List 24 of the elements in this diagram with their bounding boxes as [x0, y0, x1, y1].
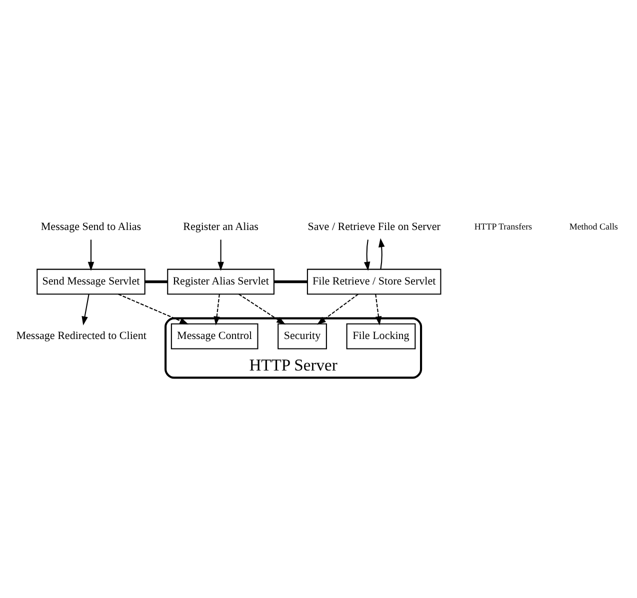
node-text: Message Send to Alias	[40, 220, 142, 233]
arrow	[364, 240, 370, 271]
label: Method Calls	[569, 222, 618, 232]
arrow	[118, 294, 189, 324]
arrow	[214, 294, 220, 326]
node-box: Register Alias Servlet	[167, 268, 274, 295]
connector	[274, 280, 308, 284]
arrow	[88, 240, 94, 271]
arrow	[378, 238, 385, 270]
arrow	[82, 294, 90, 326]
node-box: Message Control	[170, 323, 258, 350]
node-box: File Locking	[346, 323, 416, 350]
node-text: Save / Retrieve File on Server	[308, 220, 440, 233]
node-box: Send Message Servlet	[36, 268, 146, 295]
node-text: Message Redirected to Client	[16, 330, 146, 342]
arrow	[316, 294, 358, 325]
label: HTTP Transfers	[474, 222, 532, 232]
arrow	[218, 240, 224, 271]
connector	[145, 280, 168, 284]
arrow	[375, 294, 382, 326]
arrow	[238, 294, 286, 325]
node-box: File Retrieve / Store Servlet	[306, 268, 442, 295]
node-text: Register an Alias	[183, 220, 258, 233]
node-box: Security	[278, 323, 327, 350]
